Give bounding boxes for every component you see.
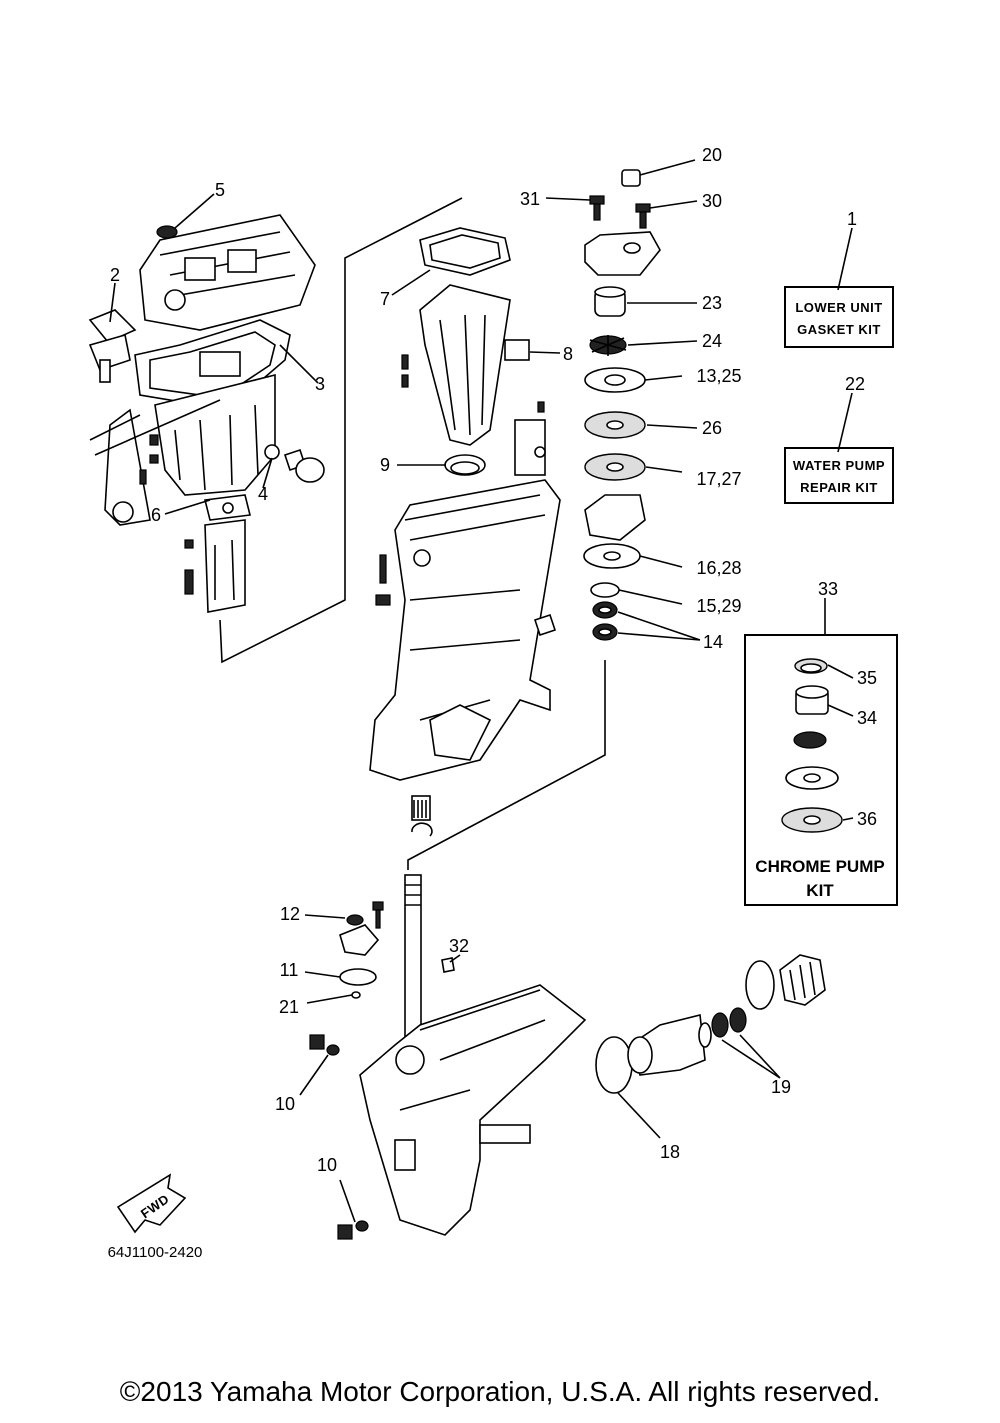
callout-15-29: 15,29 [696,596,741,616]
lower-unit-kit-label-1: LOWER UNIT [795,300,882,315]
callout-20: 20 [702,145,722,165]
leader-lines [109,159,854,1223]
callout-36: 36 [857,809,877,829]
callout-10-lower: 10 [317,1155,337,1175]
callout-11: 11 [280,960,299,980]
diagram-part-number: 64J1100-2420 [108,1244,203,1261]
callout-35: 35 [857,668,877,688]
callout-4: 4 [258,484,268,504]
water-pump-stack [407,169,661,870]
callout-18: 18 [660,1142,680,1162]
callout-30: 30 [702,191,722,211]
callout-17-27: 17,27 [696,469,741,489]
callout-9: 9 [380,455,390,475]
copyright-notice: ©2013 Yamaha Motor Corporation, U.S.A. A… [119,1376,881,1407]
callout-33: 33 [818,579,838,599]
callout-24: 24 [702,331,722,351]
upper-casing-assembly [88,197,463,664]
callout-23: 23 [702,293,722,313]
water-pump-kit-label-2: REPAIR KIT [800,480,878,495]
callout-5: 5 [215,180,225,200]
callout-32: 32 [449,936,469,956]
callout-21: 21 [279,997,299,1017]
callout-31: 31 [520,189,540,209]
callout-2: 2 [110,265,120,285]
water-pump-repair-kit-box: WATER PUMP REPAIR KIT [784,447,894,504]
callout-8: 8 [563,344,573,364]
callout-22: 22 [845,374,865,394]
callout-26: 26 [702,418,722,438]
callout-19: 19 [771,1077,791,1097]
upper-casing-center [369,227,561,837]
callout-numbers: 1 22 33 5 2 3 4 6 7 8 9 20 31 30 23 24 1… [110,145,877,1175]
callout-12: 12 [280,904,300,924]
callout-7: 7 [380,289,390,309]
callout-1: 1 [847,209,857,229]
lower-unit-gasket-kit-box: LOWER UNIT GASKET KIT [784,286,894,348]
lower-unit-assembly [309,874,826,1240]
fwd-arrow: FWD [116,1173,187,1234]
water-pump-kit-label-1: WATER PUMP [793,458,885,473]
callout-14: 14 [703,632,723,652]
chrome-pump-kit-label-2: KIT [806,881,834,900]
chrome-pump-kit-label-1: CHROME PUMP [755,857,884,876]
lower-unit-kit-label-2: GASKET KIT [797,322,881,337]
callout-13-25: 13,25 [696,366,741,386]
callout-10-upper: 10 [275,1094,295,1114]
callout-16-28: 16,28 [696,558,741,578]
callout-34: 34 [857,708,877,728]
callout-3: 3 [315,374,325,394]
chrome-pump-kit-box: CHROME PUMP KIT [744,634,898,906]
callout-6: 6 [151,505,161,525]
